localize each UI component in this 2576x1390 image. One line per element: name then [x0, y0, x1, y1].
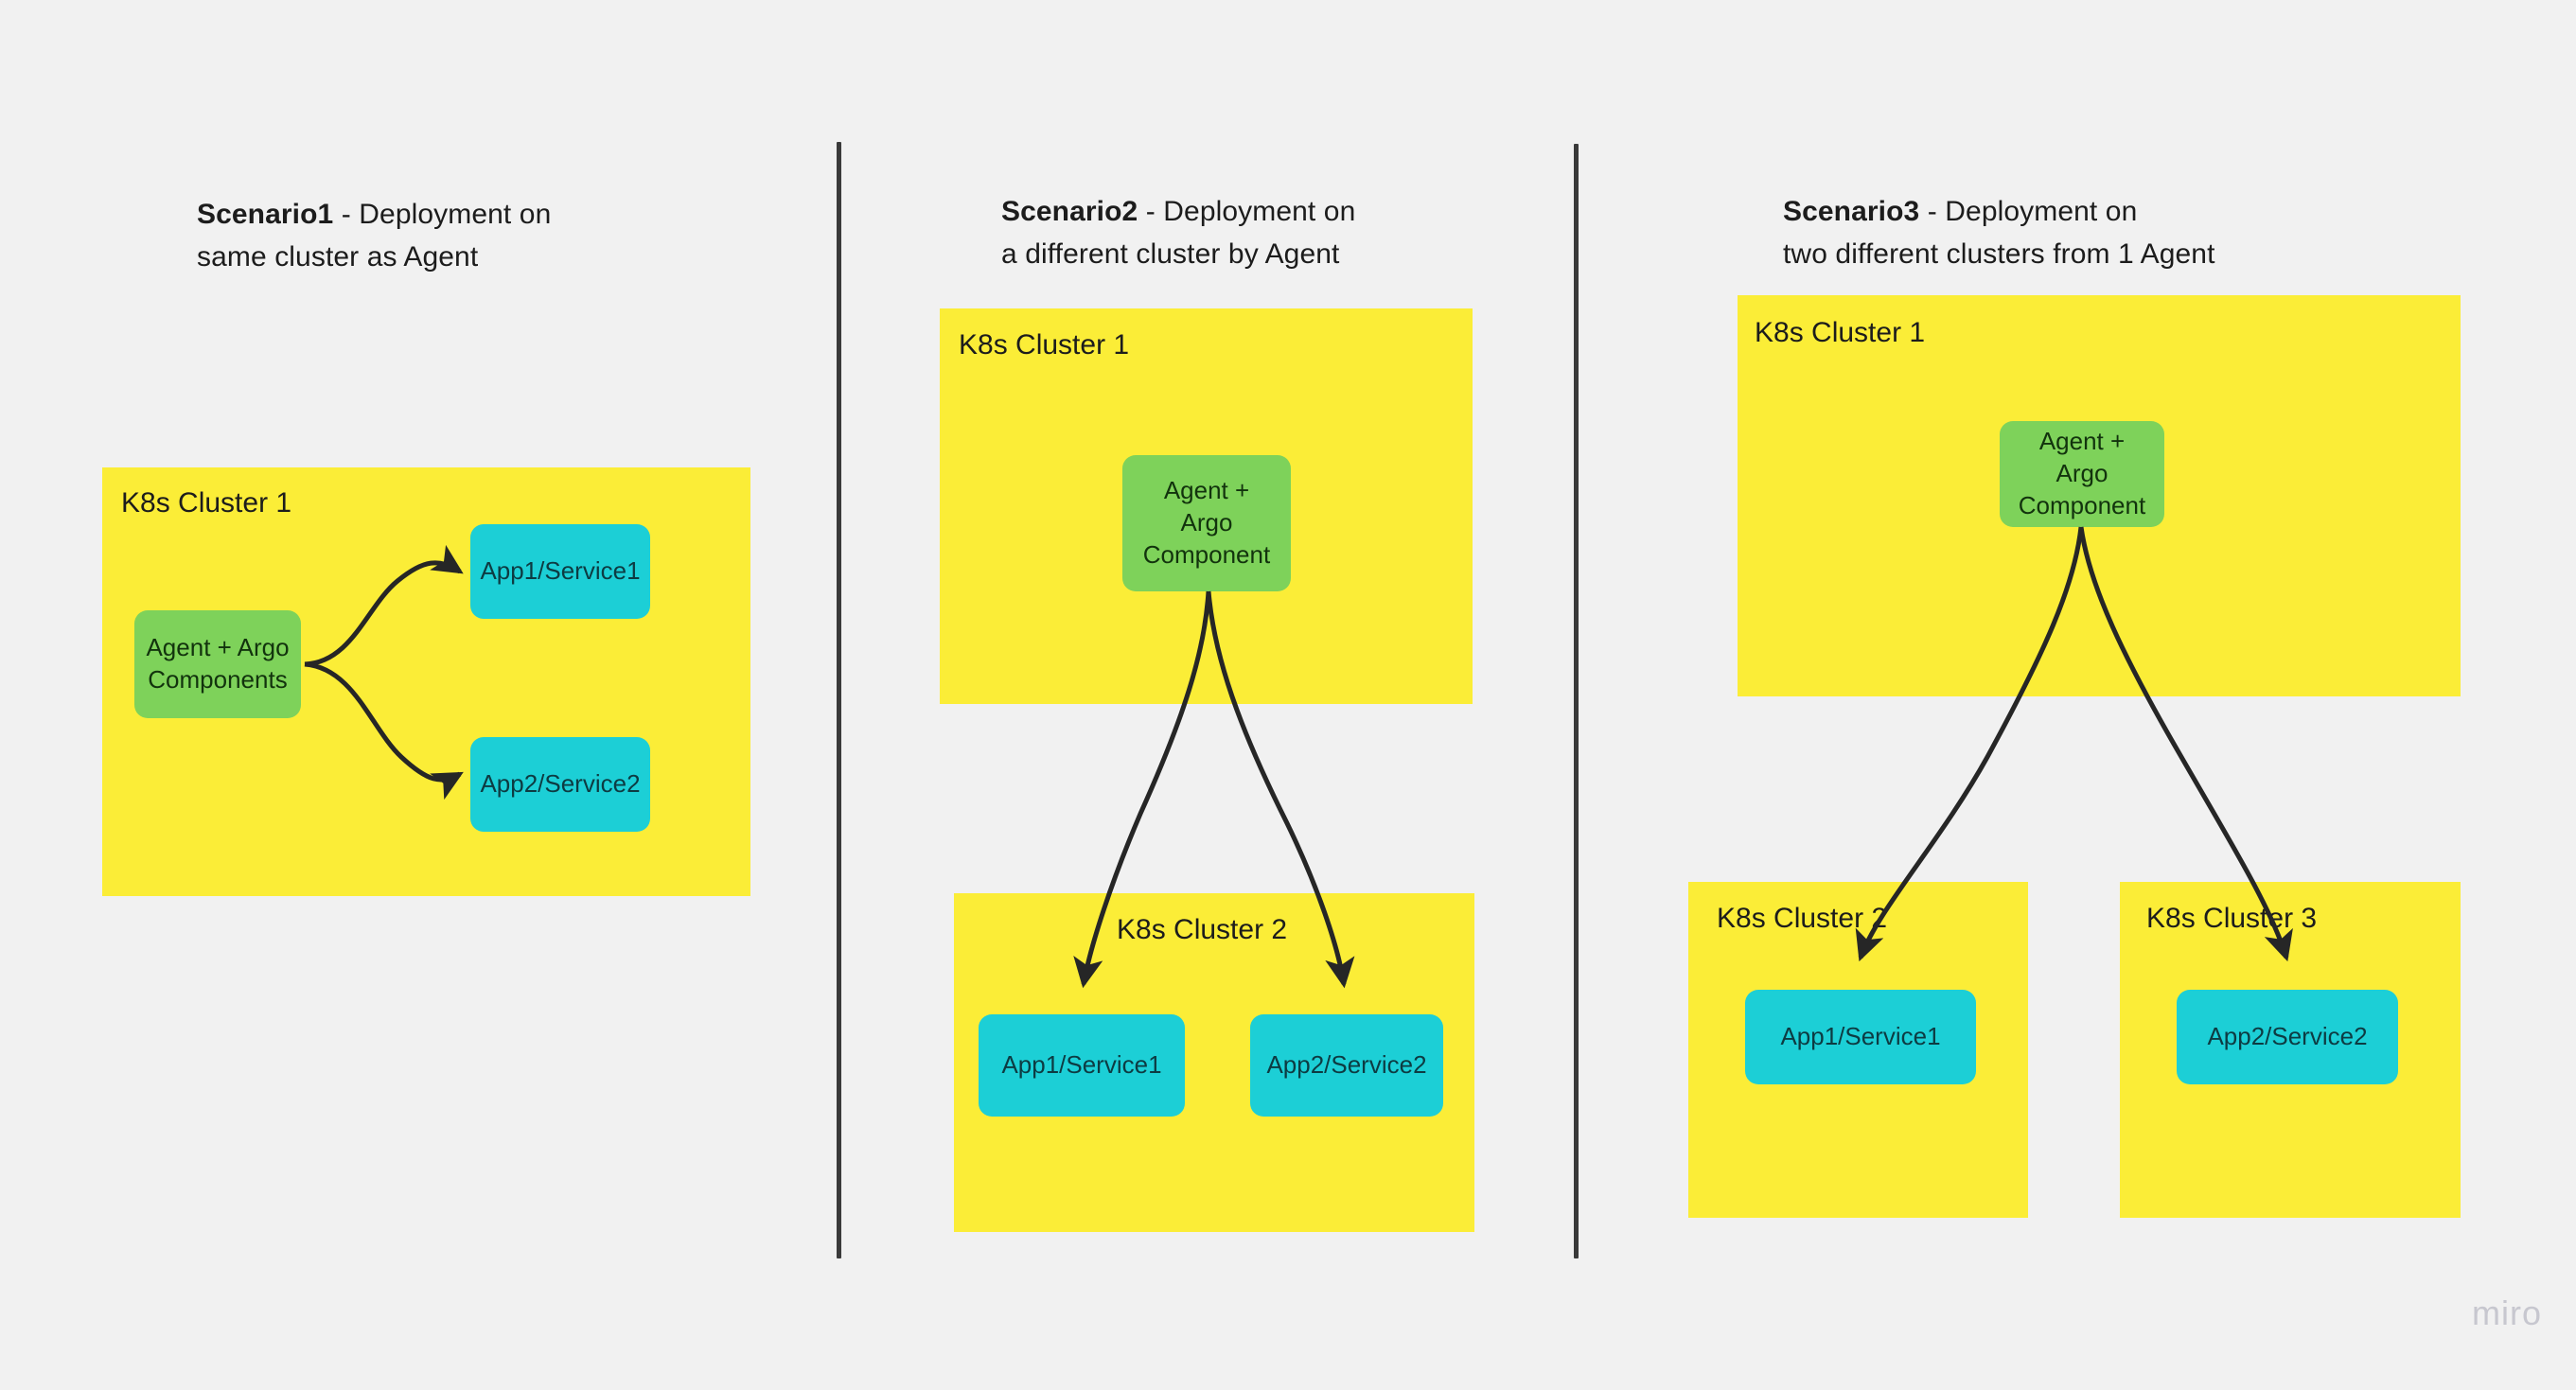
divider-2 [1574, 144, 1579, 1258]
scenario2-title: Scenario2 - Deployment on a different cl… [1001, 147, 1607, 276]
divider-1 [837, 142, 841, 1258]
scenario1-title-rest: - Deployment on same cluster as Agent [197, 198, 552, 273]
scenario3-k8s-cluster-3-label: K8s Cluster 3 [2146, 903, 2318, 934]
scenario3-agent-argo-component-node[interactable]: Agent + Argo Component [2000, 421, 2164, 527]
scenario3-title-rest: - Deployment on two different clusters f… [1783, 195, 2215, 271]
scenario2-app2-service2-node[interactable]: App2/Service2 [1250, 1014, 1443, 1117]
scenario1-k8s-cluster-1-label: K8s Cluster 1 [121, 487, 292, 519]
scenario3-app1-service1-node[interactable]: App1/Service1 [1745, 990, 1976, 1084]
scenario2-k8s-cluster-1-label: K8s Cluster 1 [959, 329, 1130, 361]
miro-watermark: miro [2472, 1293, 2542, 1332]
scenario3-k8s-cluster-2-label: K8s Cluster 2 [1717, 903, 1888, 934]
scenario1-app2-service2-node[interactable]: App2/Service2 [470, 737, 650, 832]
scenario2-agent-argo-component-node[interactable]: Agent + Argo Component [1122, 455, 1291, 591]
scenario3-title: Scenario3 - Deployment on two different … [1783, 147, 2464, 276]
scenario3-k8s-cluster-1-label: K8s Cluster 1 [1755, 317, 1926, 348]
scenario2-k8s-cluster-2-label: K8s Cluster 2 [1117, 914, 1288, 945]
scenario2-app1-service1-node[interactable]: App1/Service1 [979, 1014, 1185, 1117]
scenario1-agent-argo-components-node[interactable]: Agent + Argo Components [134, 610, 301, 718]
scenario1-title: Scenario1 - Deployment on same cluster a… [197, 150, 784, 279]
scenario3-title-strong: Scenario3 [1783, 195, 1920, 227]
scenario1-title-strong: Scenario1 [197, 198, 334, 230]
scenario2-title-rest: - Deployment on a different cluster by A… [1001, 195, 1356, 271]
scenario3-app2-service2-node[interactable]: App2/Service2 [2177, 990, 2398, 1084]
scenario2-title-strong: Scenario2 [1001, 195, 1138, 227]
scenario1-app1-service1-node[interactable]: App1/Service1 [470, 524, 650, 619]
